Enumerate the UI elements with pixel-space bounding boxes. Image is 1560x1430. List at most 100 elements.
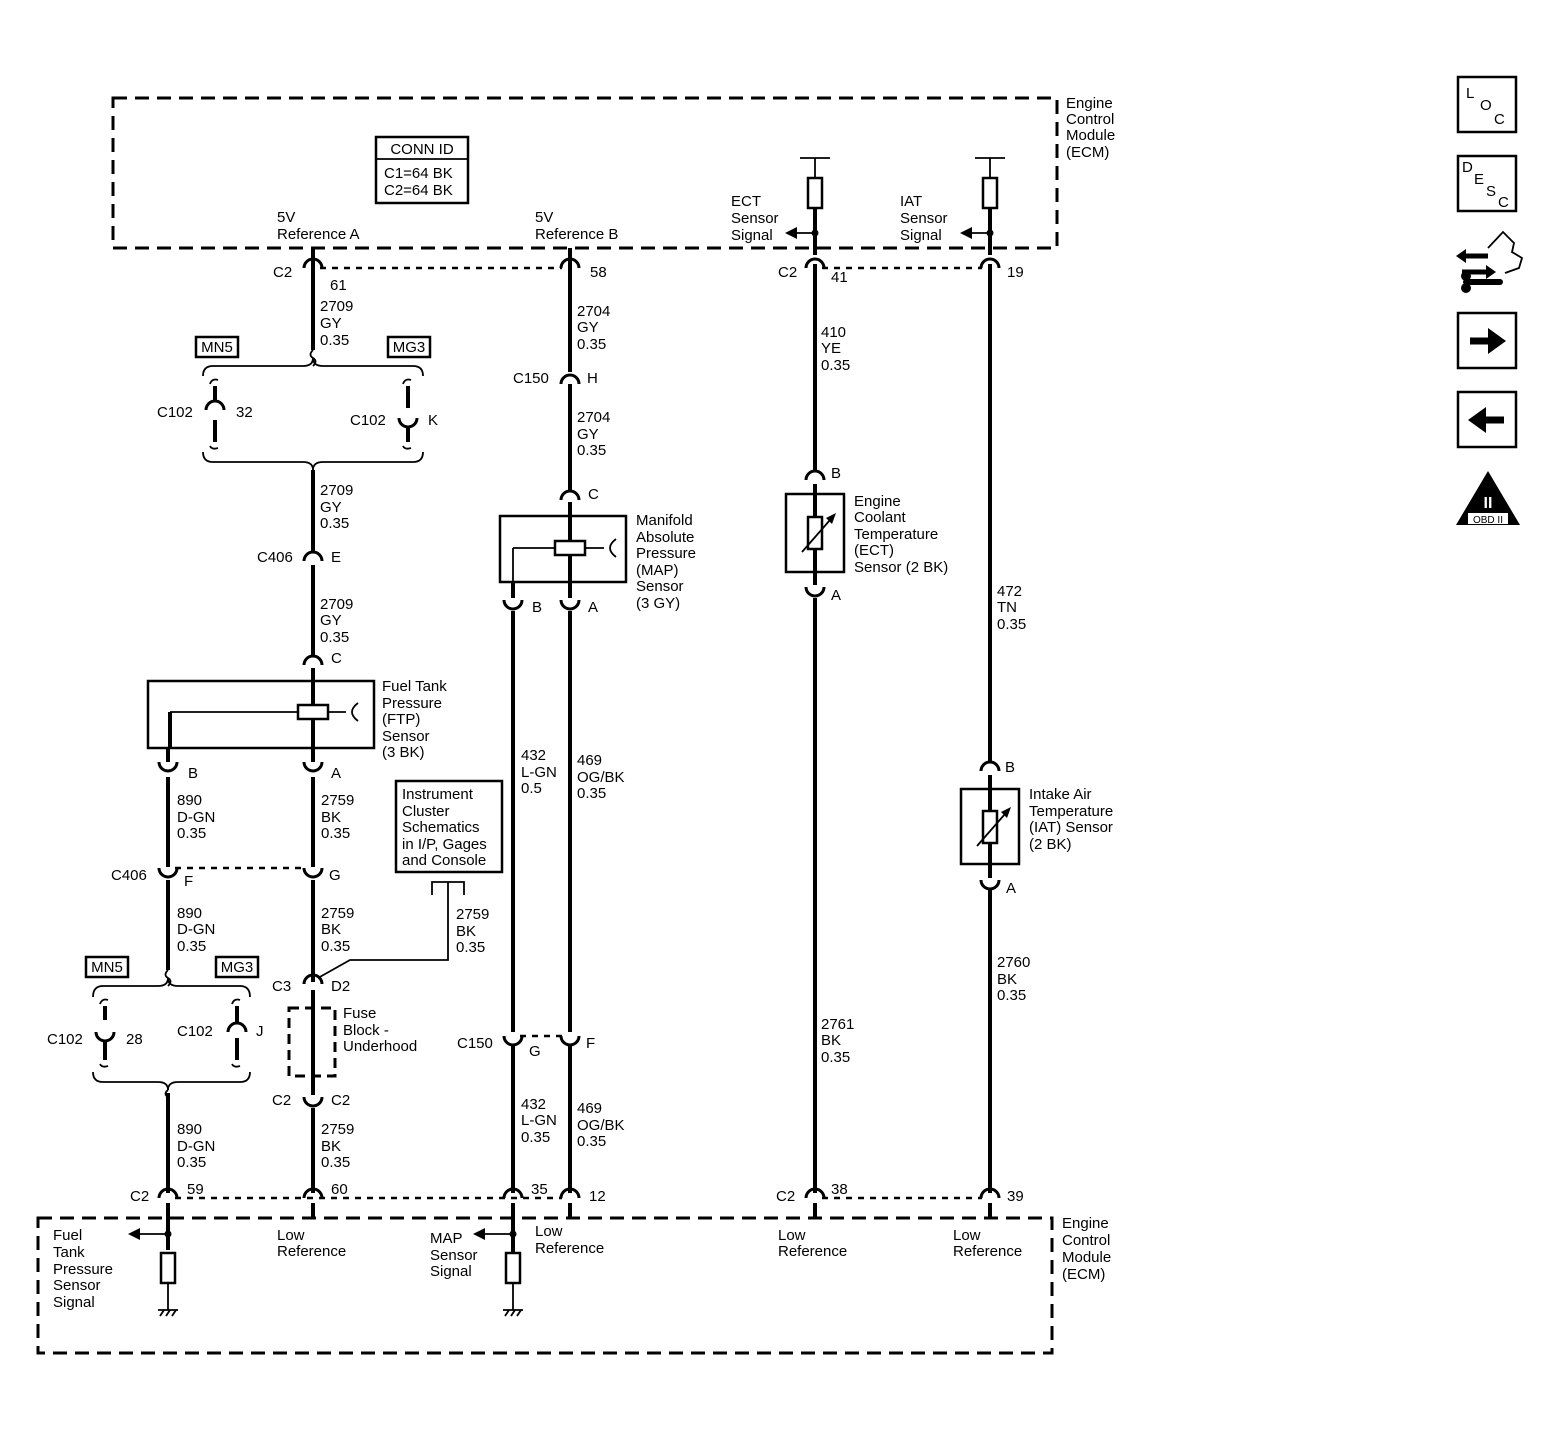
- pin-h: H: [587, 370, 598, 387]
- ground-symbol-ftp: [158, 1309, 178, 1317]
- wire-2704-a-size: 0.35: [577, 336, 606, 353]
- wire-890-a-num: 890: [177, 792, 202, 809]
- pin-b-ftp: B: [188, 765, 198, 782]
- pin-28: 28: [126, 1031, 143, 1048]
- conn-c2-b: C2: [778, 264, 797, 281]
- wire-2759-c-num: 2759: [321, 1121, 354, 1138]
- low-ref-a-1: Low: [277, 1227, 305, 1244]
- ground-symbol-map: [503, 1309, 523, 1317]
- conn-id-line-1: C1=64 BK: [384, 165, 453, 182]
- pin-d2: D2: [331, 978, 350, 995]
- pin-35: 35: [531, 1181, 548, 1198]
- wire-890-c-num: 890: [177, 1121, 202, 1138]
- wire-472-color: TN: [997, 599, 1017, 616]
- wire-2704-a-color: GY: [577, 319, 599, 336]
- pin-19: 19: [1007, 264, 1024, 281]
- pin-c-map: C: [588, 486, 599, 503]
- iat-signal-3: Signal: [900, 227, 942, 244]
- map-label-1: Manifold: [636, 512, 693, 529]
- wire-2760-size: 0.35: [997, 987, 1026, 1004]
- iat-label-2: Temperature: [1029, 803, 1113, 820]
- wire-469-a-size: 0.35: [577, 785, 606, 802]
- map-column-labels: 2704 GY 0.35 C150 H 2704 GY 0.35 C: [513, 303, 610, 503]
- wire-2761-color: BK: [821, 1032, 841, 1049]
- wire-2704-b-num: 2704: [577, 409, 610, 426]
- desc-icon[interactable]: D E S C: [1456, 154, 1518, 213]
- pin-a-ect: A: [831, 587, 841, 604]
- obd-ii-icon[interactable]: OBD II II: [1456, 471, 1520, 526]
- iat-column: 472 TN 0.35 B Intake Air Temperature (IA…: [959, 583, 1113, 1004]
- fuse-label-2: Block -: [343, 1022, 389, 1039]
- prev-arrow-icon[interactable]: [1456, 390, 1518, 449]
- pin-c-ftp: C: [331, 650, 342, 667]
- pin-f-c406: F: [184, 873, 193, 890]
- pin-e: E: [331, 549, 341, 566]
- wire-890-c-size: 0.35: [177, 1154, 206, 1171]
- wire-432-b-color: L-GN: [521, 1112, 557, 1129]
- pin-60: 60: [331, 1181, 348, 1198]
- low-ref-d-1: Low: [953, 1227, 981, 1244]
- ect-label-2: Coolant: [854, 509, 907, 526]
- fuse-label-1: Fuse: [343, 1005, 376, 1022]
- conn-id-header: CONN ID: [390, 141, 454, 158]
- wire-469-b-num: 469: [577, 1100, 602, 1117]
- wire-2704-b-color: GY: [577, 426, 599, 443]
- map-signal-1: MAP: [430, 1230, 463, 1247]
- wire-2709-b-size: 0.35: [320, 515, 349, 532]
- wire-2759-b-size: 0.35: [321, 938, 350, 955]
- low-ref-a-2: Reference: [277, 1243, 346, 1260]
- ecm-top-title-3: Module: [1066, 127, 1115, 144]
- ftp-label-5: (3 BK): [382, 744, 425, 761]
- wire-2709-a-num: 2709: [320, 298, 353, 315]
- wire-2709-a-color: GY: [320, 315, 342, 332]
- low-ref-c-1: Low: [778, 1227, 806, 1244]
- wire-890-c-color: D-GN: [177, 1138, 215, 1155]
- conn-c2-a: C2: [273, 264, 292, 281]
- pin-g-c406: G: [329, 867, 341, 884]
- pin-b-map: B: [532, 599, 542, 616]
- iat-signal-1: IAT: [900, 193, 922, 210]
- option-block-upper: MN5 MG3 C102 32 C102 K: [157, 335, 438, 471]
- ect-sensor: [784, 492, 846, 574]
- ect-label-1: Engine: [854, 493, 901, 510]
- map-sensor: Manifold Absolute Pressure (MAP) Sensor …: [498, 512, 696, 616]
- map-label-3: Pressure: [636, 545, 696, 562]
- wire-2759-c-size: 0.35: [321, 1154, 350, 1171]
- ref-a-label-1: 5V: [277, 209, 295, 226]
- next-arrow-icon[interactable]: [1456, 311, 1518, 370]
- connector-cavities: [157, 257, 1001, 1200]
- option-mn5-upper: MN5: [201, 339, 233, 356]
- ftp-signal-1: Fuel: [53, 1227, 82, 1244]
- wire-432-a-size: 0.5: [521, 780, 542, 797]
- wire-2759-b-num: 2759: [321, 905, 354, 922]
- pin-12: 12: [589, 1188, 606, 1205]
- fuse-block-underhood: C3 D2 Fuse Block - Underhood C2 C2: [272, 978, 417, 1109]
- option-mn5-lower: MN5: [91, 959, 123, 976]
- conn-c150-h: C150: [513, 370, 549, 387]
- wire-469-b-color: OG/BK: [577, 1117, 625, 1134]
- ftp-label-1: Fuel Tank: [382, 678, 447, 695]
- map-signal-3: Signal: [430, 1263, 472, 1280]
- iat-signal-2: Sensor: [900, 210, 948, 227]
- wire-410-color: YE: [821, 340, 841, 357]
- wire-2759-a-color: BK: [321, 809, 341, 826]
- pin-b-iat: B: [1005, 759, 1015, 776]
- low-ref-d-2: Reference: [953, 1243, 1022, 1260]
- connector-wrench-icon[interactable]: [1456, 230, 1524, 293]
- ftp-signal-4: Sensor: [53, 1277, 101, 1294]
- iat-pullup-resistor: [960, 157, 1005, 255]
- loc-icon[interactable]: L O C: [1456, 75, 1518, 134]
- ftp-label-2: Pressure: [382, 695, 442, 712]
- ic-label-3: Schematics: [402, 819, 480, 836]
- wire-890-a-size: 0.35: [177, 825, 206, 842]
- wire-469-b-size: 0.35: [577, 1133, 606, 1150]
- ecm-top-title-2: Control: [1066, 111, 1114, 128]
- wire-472-num: 472: [997, 583, 1022, 600]
- wire-890-b-color: D-GN: [177, 921, 215, 938]
- wire-2759-a-size: 0.35: [321, 825, 350, 842]
- wire-2709-c-num: 2709: [320, 596, 353, 613]
- wire-runs: [166, 248, 992, 1252]
- wire-2759-ic-color: BK: [456, 923, 476, 940]
- pin-g-c150: G: [529, 1043, 541, 1060]
- instrument-cluster-reference[interactable]: Instrument Cluster Schematics in I/P, Ga…: [317, 779, 504, 979]
